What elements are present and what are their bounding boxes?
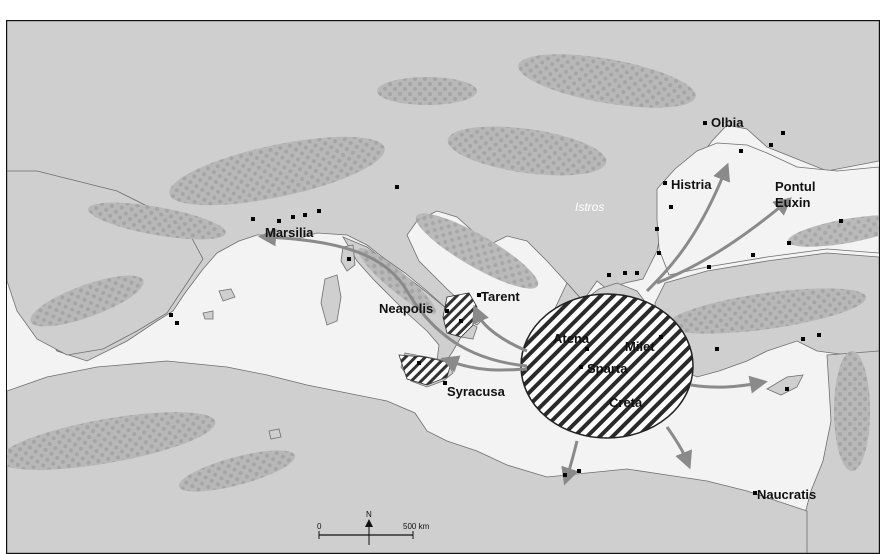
- colony-dot-marsilia: [251, 217, 255, 221]
- colony-dot-23: [635, 271, 639, 275]
- colony-dot-2: [769, 143, 773, 147]
- scale-start-label: 0: [317, 522, 322, 531]
- label-neapolis: Neapolis: [379, 301, 433, 316]
- mountain-ranges: [7, 54, 879, 492]
- mountain-levant: [834, 351, 870, 471]
- colony-dot-milet: [659, 335, 663, 339]
- label-euxin: Euxin: [775, 195, 810, 210]
- arrow-to-cyprus: [690, 375, 768, 394]
- mountain-north: [377, 77, 477, 105]
- land-islet-1: [202, 310, 214, 320]
- map-canvas: Istros Olbia Histria Pontul Euxin Marsil…: [7, 21, 879, 553]
- colony-dot-4: [669, 205, 673, 209]
- mountain-dinarics: [415, 213, 539, 289]
- label-histria: Histria: [671, 177, 712, 192]
- colony-dot-16: [169, 313, 173, 317]
- river-label-istros: Istros: [575, 200, 604, 214]
- arrow-to-africa: [561, 440, 579, 486]
- mountain-iberia: [30, 275, 144, 327]
- colony-dot-29: [577, 469, 581, 473]
- mountain-carpathians: [447, 126, 607, 176]
- colony-dot-6: [657, 251, 661, 255]
- mountain-alps: [169, 136, 385, 206]
- magna-graecia-zone: [442, 292, 478, 338]
- colonization-map: Istros Olbia Histria Pontul Euxin Marsil…: [6, 20, 880, 554]
- colony-markers: [169, 121, 843, 495]
- colony-dot-atena: [585, 347, 589, 351]
- colony-dot-28: [563, 473, 567, 477]
- mountain-apennines: [358, 247, 436, 315]
- scale-bar: 0 500 km N: [317, 510, 430, 545]
- colony-dot-11: [277, 219, 281, 223]
- label-naucratis: Naucratis: [757, 487, 816, 502]
- colony-dot-5: [655, 227, 659, 231]
- colony-dot-10: [839, 219, 843, 223]
- colony-dot-13: [303, 213, 307, 217]
- label-tarent: Tarent: [481, 289, 520, 304]
- colony-dot-histria: [663, 181, 667, 185]
- colony-dot-19: [459, 319, 463, 323]
- sicily-zone: [398, 354, 452, 386]
- colony-dot-syracusa: [443, 381, 447, 385]
- colony-dot-27: [785, 387, 789, 391]
- colony-dot-naucratis: [753, 491, 757, 495]
- colonization-zones: [398, 292, 694, 439]
- colony-dot-22: [623, 271, 627, 275]
- mountain-taurus: [667, 288, 867, 334]
- colony-dot-9: [787, 241, 791, 245]
- arrow-to-sicily: [440, 355, 528, 373]
- colony-dot-21: [607, 273, 611, 277]
- colony-dot-12: [291, 215, 295, 219]
- colony-dot-tarent: [477, 293, 481, 297]
- arrow-to-histria: [645, 162, 731, 293]
- colonization-arrows: [258, 162, 792, 486]
- mountain-atlas: [7, 412, 216, 470]
- land-cyprus: [766, 374, 804, 396]
- land-islet-2: [268, 428, 282, 440]
- colony-dot-25: [801, 337, 805, 341]
- label-milet: Milet: [625, 339, 655, 354]
- label-atena: Atena: [553, 331, 590, 346]
- colony-dot-26: [817, 333, 821, 337]
- arrow-to-pontus: [656, 197, 792, 285]
- mountain-atlas-2: [178, 450, 296, 492]
- colony-dot-20: [417, 361, 421, 365]
- north-label: N: [366, 510, 372, 519]
- colony-dot-neapolis: [445, 309, 449, 313]
- land-africa: [7, 360, 808, 553]
- mountain-caucasus: [787, 215, 879, 247]
- land-sardinia: [320, 274, 342, 326]
- label-syracusa: Syracusa: [447, 384, 506, 399]
- mountain-pyrenees: [88, 202, 226, 240]
- label-creta: Creta: [609, 395, 643, 410]
- place-labels: Olbia Histria Pontul Euxin Marsilia Neap…: [265, 115, 816, 502]
- colony-dot-sparta: [579, 365, 583, 369]
- land-balearic: [218, 288, 236, 302]
- arrow-to-naucratis: [665, 426, 693, 470]
- label-pontul: Pontul: [775, 179, 815, 194]
- arrow-to-marsilia: [258, 228, 528, 368]
- colony-dot-1: [739, 149, 743, 153]
- colony-dot-7: [707, 265, 711, 269]
- label-marsilia: Marsilia: [265, 225, 314, 240]
- colony-dot-3: [781, 131, 785, 135]
- label-sparta: Sparta: [587, 361, 628, 376]
- scale-end-label: 500 km: [403, 522, 430, 531]
- colony-dot-14: [317, 209, 321, 213]
- colony-dot-olbia: [703, 121, 707, 125]
- mountain-north-east: [518, 54, 696, 108]
- colony-dot-8: [751, 253, 755, 257]
- label-olbia: Olbia: [711, 115, 744, 130]
- north-arrow-head: [365, 519, 373, 527]
- colony-dot-15: [395, 185, 399, 189]
- colony-dot-17: [175, 321, 179, 325]
- colony-dot-24: [715, 347, 719, 351]
- colony-dot-18: [347, 257, 351, 261]
- arrow-to-magna-graecia: [472, 304, 528, 353]
